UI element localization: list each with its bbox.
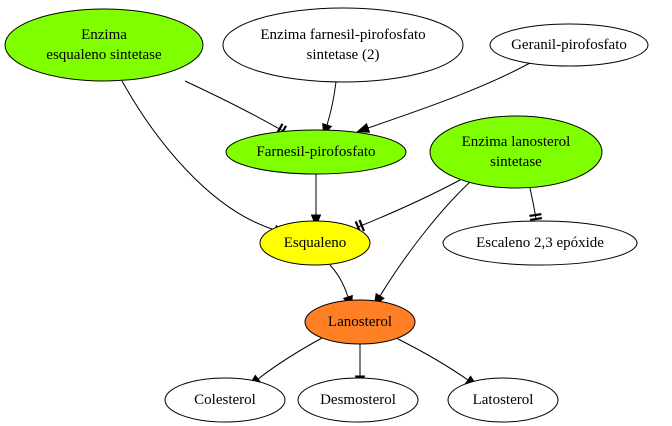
node-esqualeno: Esqualeno [259, 220, 371, 266]
arrow-head-icon [310, 214, 322, 228]
edge-line [357, 179, 461, 228]
edge-line [184, 80, 284, 132]
edge-line [367, 62, 531, 129]
node-ellipse [164, 377, 286, 423]
inhibition-tick-icon [529, 217, 543, 221]
node-lanosterol: Lanosterol [304, 299, 416, 345]
node-label: Enzima [81, 27, 127, 43]
node-ellipse [259, 220, 371, 266]
node-ellipse [297, 377, 419, 423]
node-desmosterol: Desmosterol [297, 377, 419, 423]
edge-line [379, 181, 471, 297]
node-ellipse [447, 377, 559, 423]
arrow-head-icon [356, 122, 371, 133]
node-ellipse [429, 115, 603, 189]
inhibition-tick-icon [358, 219, 365, 232]
edge-line [395, 337, 469, 381]
edge-enzima_lanosterol-to-escaleno_epoxide [529, 187, 543, 221]
node-label: Enzima lanosterol [462, 134, 571, 150]
node-label: esqualeno sintetase [46, 47, 162, 63]
edge-enzima_esqualeno-to-farnesil [184, 80, 287, 137]
edge-geranil-to-farnesil [356, 62, 531, 133]
node-label: Latosterol [473, 392, 534, 408]
node-ellipse [225, 129, 407, 175]
edge-enzima_lanosterol-to-esqualeno [354, 179, 461, 233]
node-label: Farnesil-pirofosfato [256, 144, 375, 160]
node-label: Geranil-pirofosfato [511, 37, 627, 53]
node-enzima-lanosterol: Enzima lanosterol sintetase [429, 115, 603, 189]
nodes-layer: Enzima esqualeno sintetase Enzima farnesil… [4, 7, 649, 423]
node-enzima-fpp: Enzima farnesil-pirofosfato sintetase (2) [222, 7, 464, 83]
node-label: sintetase [490, 154, 542, 170]
edge-lanosterol-to-colesterol [248, 337, 323, 387]
node-ellipse [442, 220, 638, 266]
edge-line [329, 264, 349, 298]
node-escaleno-epoxide: Escaleno 2,3 epóxide [442, 220, 638, 266]
node-ellipse [222, 7, 464, 83]
node-geranil: Geranil-pirofosfato [489, 23, 649, 67]
edge-line [257, 337, 323, 380]
edge-line [326, 81, 337, 126]
node-label: Colesterol [194, 392, 256, 408]
node-latosterol: Latosterol [447, 377, 559, 423]
node-label: Enzima farnesil-pirofosfato [260, 27, 425, 43]
node-ellipse [304, 299, 416, 345]
node-ellipse [489, 23, 649, 67]
edge-farnesil-to-esqualeno [310, 173, 322, 228]
node-farnesil: Farnesil-pirofosfato [225, 129, 407, 175]
node-label: Esqualeno [284, 235, 346, 251]
node-colesterol: Colesterol [164, 377, 286, 423]
node-label: Lanosterol [328, 314, 392, 330]
inhibition-tick-icon [529, 213, 542, 218]
node-label: sintetase (2) [307, 47, 380, 63]
edge-enzima_fpp-to-farnesil [322, 81, 337, 137]
edge-line [121, 80, 276, 231]
node-label: Desmosterol [320, 392, 396, 408]
node-enzima-esqualeno: Enzima esqualeno sintetase [4, 8, 204, 82]
edge-lanosterol-to-latosterol [395, 337, 479, 388]
node-label: Escaleno 2,3 epóxide [476, 235, 604, 251]
node-ellipse [4, 8, 204, 82]
